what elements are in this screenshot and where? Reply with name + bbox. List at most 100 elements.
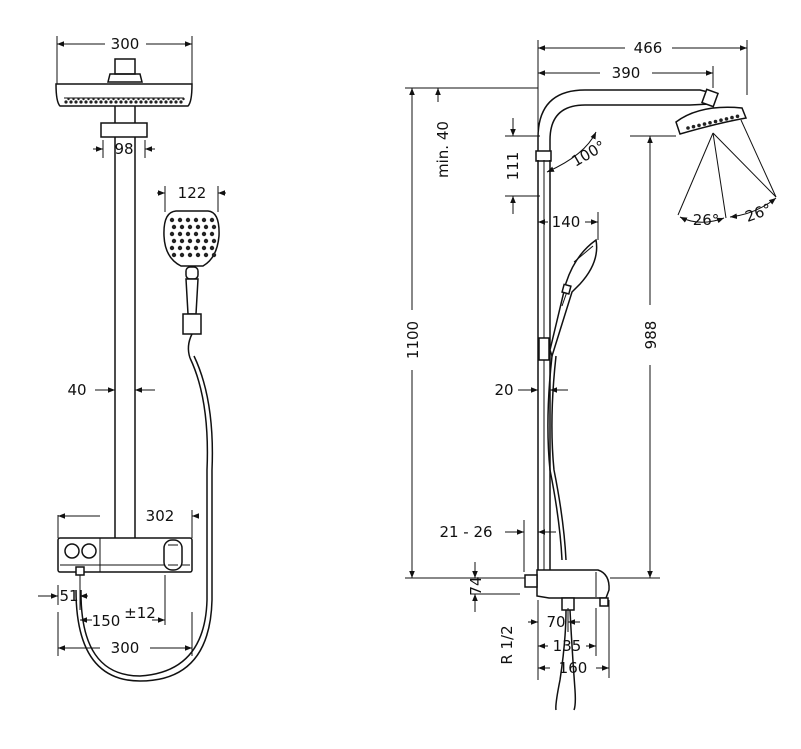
- nozzle-dot: [69, 100, 73, 104]
- dim-pipe-diameter-label: 40: [67, 381, 86, 399]
- temperature-knob-icon: [163, 539, 183, 571]
- nozzle-dot: [719, 118, 723, 122]
- nozzle-dot: [201, 217, 207, 223]
- dim-base-width: 300: [57, 612, 193, 657]
- side-view: 466 390 26° 2: [404, 39, 777, 711]
- nozzle-dot: [164, 100, 168, 104]
- dim-head-connector-label: 98: [114, 140, 133, 158]
- nozzle-dot: [177, 97, 180, 101]
- nozzle-dot: [179, 238, 185, 244]
- nozzle-dot: [149, 100, 153, 104]
- dim-rail-diameter: 20: [494, 381, 568, 399]
- dim-connection-height-label: 74: [467, 576, 485, 595]
- dim-arm-reach: 390: [538, 64, 714, 88]
- dim-shelf-width-label: 302: [146, 507, 175, 525]
- nozzle-dot: [182, 97, 185, 101]
- dim-wall-distance-range: 21 - 26: [439, 520, 556, 572]
- dim-total-reach-label: 466: [634, 39, 663, 57]
- nozzle-dot: [89, 100, 93, 104]
- dim-thread: R 1/2: [498, 625, 516, 664]
- nozzle-dot: [169, 217, 175, 223]
- nozzle-dot: [185, 245, 191, 251]
- nozzle-dot: [187, 238, 193, 244]
- dim-hand-shower-offset-label: 140: [552, 213, 581, 231]
- front-view: 300 98 40: [38, 35, 226, 682]
- nozzle-dot: [124, 100, 128, 104]
- riser-pipe: [114, 106, 136, 538]
- nozzle-dot: [177, 231, 183, 237]
- nozzle-dot: [144, 100, 148, 104]
- button-right-icon: [81, 543, 97, 559]
- nozzle-dot: [211, 224, 217, 230]
- dim-pipe-diameter: 40: [67, 381, 155, 399]
- dim-inlet-offset-label: 51: [59, 587, 78, 605]
- nozzle-dot: [114, 100, 118, 104]
- nozzle-dot: [177, 245, 183, 251]
- shower-arm: [535, 88, 719, 162]
- nozzle-dot: [84, 100, 88, 104]
- nozzle-dot: [147, 97, 150, 101]
- nozzle-dot: [162, 97, 165, 101]
- dim-inlet-center-label: 150: [92, 612, 121, 630]
- nozzle-dot: [172, 97, 175, 101]
- nozzle-dot: [117, 97, 120, 101]
- nozzle-dot: [187, 224, 193, 230]
- nozzle-dot: [193, 245, 199, 251]
- side-shower-head: [675, 106, 748, 135]
- dim-min-height-offset: min. 40: [434, 87, 538, 178]
- dim-tilt-angle-right-label: 26°: [743, 200, 774, 226]
- side-hose-lower: [555, 609, 577, 711]
- nozzle-dot: [203, 224, 209, 230]
- nozzle-dot: [99, 100, 103, 104]
- side-head-nozzles: [686, 114, 740, 130]
- nozzle-dot: [209, 245, 215, 251]
- dim-base-width-label: 300: [111, 639, 140, 657]
- nozzle-dot: [702, 122, 707, 126]
- dim-hand-shower-offset: 140: [538, 212, 599, 240]
- slide-rail: [537, 160, 551, 572]
- nozzle-dot: [177, 217, 183, 223]
- shower-hose: [75, 355, 214, 682]
- dim-total-height: 1100: [404, 87, 538, 579]
- nozzle-dot: [179, 252, 185, 258]
- nozzle-dot: [211, 238, 217, 244]
- nozzle-dot: [72, 97, 75, 101]
- dim-arm-angle-label: 100°: [568, 137, 608, 171]
- overhead-shower-head: [55, 58, 193, 107]
- thermostat-shelf: [57, 537, 193, 576]
- nozzle-dot: [139, 100, 143, 104]
- nozzle-dot: [209, 231, 215, 237]
- nozzle-dot: [82, 97, 85, 101]
- nozzle-dot: [127, 97, 130, 101]
- nozzle-dot: [179, 100, 183, 104]
- nozzle-dot: [129, 100, 133, 104]
- nozzle-dot: [179, 224, 185, 230]
- button-left-icon: [64, 543, 80, 559]
- nozzle-dot: [109, 100, 113, 104]
- dim-arm-gap-label: 111: [504, 152, 522, 181]
- spray-angle-lines: 26° 26°: [677, 119, 777, 229]
- nozzle-dot: [97, 97, 100, 101]
- nozzle-dot: [724, 117, 729, 121]
- dim-wall-distance-range-label: 21 - 26: [439, 523, 492, 541]
- dim-total-height-label: 1100: [404, 321, 422, 359]
- nozzle-dot: [203, 238, 209, 244]
- nozzle-dot: [195, 252, 201, 258]
- nozzle-dot: [132, 97, 135, 101]
- nozzle-dot: [201, 231, 207, 237]
- dim-connection-height: 74: [467, 562, 520, 612]
- dim-shelf-width: 302: [57, 507, 199, 538]
- dim-inlet-offset: 51: [38, 585, 88, 605]
- hose-outlet-icon: [75, 566, 85, 576]
- nozzle-dot: [185, 231, 191, 237]
- dim-thermostat-depth-label: 70: [546, 613, 565, 631]
- side-thermostat: [524, 569, 610, 611]
- dim-total-reach: 466: [537, 39, 748, 155]
- dim-head-height-label: 988: [642, 321, 660, 350]
- nozzle-dot: [211, 252, 217, 258]
- dim-thermostat-body: 135: [538, 608, 597, 656]
- nozzle-dot: [193, 217, 199, 223]
- dim-hand-head-width-label: 122: [178, 184, 207, 202]
- nozzle-dot: [159, 100, 163, 104]
